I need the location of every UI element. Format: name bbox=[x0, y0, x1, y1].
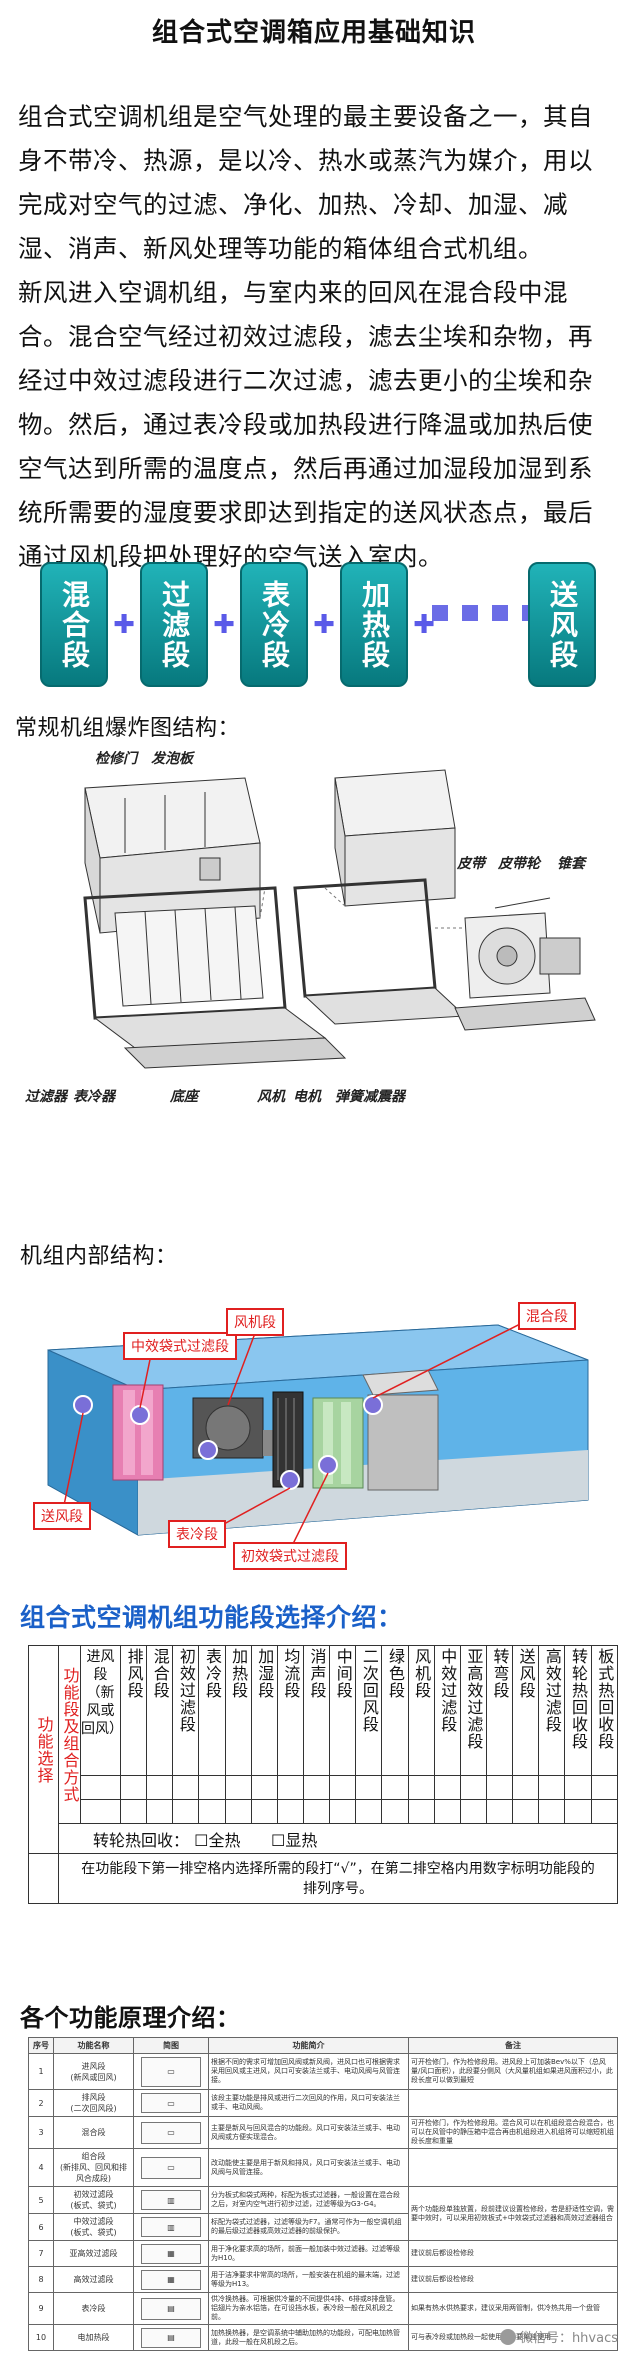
tag-cooling-section: 表冷段 bbox=[168, 1520, 226, 1548]
exploded-diagram: 检修门 发泡板 皮带 皮带轮 锥套 过滤器 表冷器 底座 风机 电机 弹簧减震器 bbox=[25, 748, 605, 1133]
label-taper-sleeve: 锥套 bbox=[557, 856, 585, 872]
col-header: 转轮热回收段 bbox=[568, 1648, 588, 1750]
col-header: 加热段 bbox=[229, 1648, 249, 1699]
label-pulley: 皮带轮 bbox=[498, 856, 540, 872]
section-sketch-icon: ▤ bbox=[141, 2327, 201, 2348]
order-row bbox=[29, 1799, 619, 1824]
col-header: 简图 bbox=[133, 2037, 209, 2054]
exploded-heading: 常规机组爆炸图结构： bbox=[15, 716, 241, 741]
tag-fan-section: 风机段 bbox=[226, 1308, 284, 1336]
section-sketch-icon: ▦ bbox=[141, 2243, 201, 2264]
col-header: 中间段 bbox=[333, 1648, 353, 1699]
plus-icon: ✚ bbox=[213, 610, 235, 640]
col-header: 功能简介 bbox=[208, 2037, 409, 2054]
plus-icon: ✚ bbox=[113, 610, 135, 640]
section-sketch-icon: ▭ bbox=[141, 2056, 201, 2087]
section-sketch-icon: ▭ bbox=[141, 2156, 201, 2179]
flow-step-supply: 送风段 bbox=[528, 562, 596, 687]
principle-heading: 各个功能原理介绍： bbox=[20, 2004, 241, 2032]
col-header: 均流段 bbox=[281, 1648, 301, 1699]
process-flow: 混合段 ✚ 过滤段 ✚ 表冷段 ✚ 加热段 ✚ 送风段 bbox=[40, 562, 600, 687]
plus-icon: ✚ bbox=[313, 610, 335, 640]
col-header: 序号 bbox=[28, 2037, 54, 2054]
function-selection-table: 功能选择 功能段及组合方式 进风段（新风或回风） 排风段 混合段 初效过滤段 表… bbox=[28, 1645, 619, 1904]
col-header: 绿色段 bbox=[385, 1648, 405, 1699]
col-header: 混合段 bbox=[150, 1648, 170, 1699]
flow-step-filter: 过滤段 bbox=[140, 562, 208, 687]
sub-label: 功能段及组合方式 bbox=[60, 1666, 80, 1803]
label-access-door: 检修门 bbox=[95, 751, 137, 767]
tag-primary-bag-filter: 初效袋式过滤段 bbox=[233, 1542, 347, 1570]
table-row: 3 混合段 ▭ 主要是新风与回风混合的功能段。风口可安装法兰或手、电动风阀或方便… bbox=[28, 2116, 618, 2149]
table-row: 7 亚高效过滤段 ▦ 用于净化要求高的场所，前面一般加装中效过滤器。过滤等级为H… bbox=[28, 2240, 618, 2267]
heat-recovery-label: 转轮热回收： bbox=[93, 1830, 190, 1850]
col-header: 功能名称 bbox=[53, 2037, 134, 2054]
col-header: 备注 bbox=[408, 2037, 618, 2054]
col-header: 排风段 bbox=[124, 1648, 144, 1699]
label-spring-damper: 弹簧减震器 bbox=[335, 1089, 405, 1105]
flow-step-mixing: 混合段 bbox=[40, 562, 108, 687]
internal-diagram: 中效袋式过滤段 风机段 混合段 送风段 表冷段 初效袋式过滤段 bbox=[28, 1280, 613, 1570]
col-header: 消声段 bbox=[307, 1648, 327, 1699]
col-header: 转弯段 bbox=[490, 1648, 510, 1699]
label-cooler: 表冷器 bbox=[73, 1089, 115, 1105]
tag-supply-section: 送风段 bbox=[33, 1502, 91, 1530]
table-row: 6 中效过滤段 (板式、袋式) ▥ 标配为袋式过滤器，过滤等级为F7。通常可作为… bbox=[28, 2213, 618, 2241]
row-label: 功能选择 bbox=[34, 1715, 54, 1784]
intro-paragraph-2: 新风进入空调机组，与室内来的回风在混合段中混合。混合空气经过初效过滤段，滤去尘埃… bbox=[18, 278, 593, 571]
section-sketch-icon: ▦ bbox=[141, 2269, 201, 2290]
intro-text: 组合式空调机组是空气处理的最主要设备之一，其自身不带冷、热源，是以冷、热水或蒸汽… bbox=[18, 95, 614, 579]
table-row: 1 进风段 (新风或回风) ▭ 根据不同的需求可增加回风阀或新风阀，进风口也可根… bbox=[28, 2053, 618, 2090]
page-title: 组合式空调箱应用基础知识 bbox=[151, 18, 476, 48]
section-sketch-icon: ▥ bbox=[141, 2190, 201, 2210]
ellipsis-dots bbox=[432, 605, 542, 625]
col-header: 初效过滤段 bbox=[176, 1648, 196, 1733]
label-fan: 风机 bbox=[257, 1089, 285, 1105]
label-foam-board: 发泡板 bbox=[151, 751, 193, 767]
table-row: 8 高效过滤段 ▦ 用于洁净要求非常高的场所，一般安装在机组的最末端，过滤等级为… bbox=[28, 2266, 618, 2293]
col-header: 加湿段 bbox=[255, 1648, 275, 1699]
tag-medium-bag-filter: 中效袋式过滤段 bbox=[123, 1332, 237, 1360]
col-header: 亚高效过滤段 bbox=[464, 1648, 484, 1750]
wechat-watermark: 微信号：hhvacs bbox=[499, 2327, 618, 2346]
section-sketch-icon: ▭ bbox=[141, 2121, 201, 2144]
function-table-heading: 组合式空调机组功能段选择介绍： bbox=[20, 1603, 403, 1632]
flow-step-heating: 加热段 bbox=[340, 562, 408, 687]
col-header: 中效过滤段 bbox=[438, 1648, 458, 1733]
section-sketch-icon: ▭ bbox=[141, 2093, 201, 2113]
col-header: 高效过滤段 bbox=[542, 1648, 562, 1733]
table-note: 在功能段下第一排空格内选择所需的段打“√”，在第二排空格内用数字标明功能段的排列… bbox=[58, 1853, 618, 1904]
label-motor: 电机 bbox=[293, 1089, 321, 1105]
col-header: 板式热回收段 bbox=[595, 1648, 615, 1750]
label-base: 底座 bbox=[170, 1089, 198, 1105]
internal-drawing bbox=[47, 1309, 589, 1551]
table-row: 2 排风段 (二次回风段) ▭ 该段主要功能是排风或进行二次回风的作用，风口可安… bbox=[28, 2089, 618, 2117]
tag-mixing-section: 混合段 bbox=[518, 1302, 576, 1330]
section-sketch-icon: ▤ bbox=[141, 2297, 201, 2320]
col-header: 表冷段 bbox=[202, 1648, 222, 1699]
exploded-drawing bbox=[83, 769, 596, 1069]
table-row: 10 电加热段 ▤ 加热换热器，是空调系统中辅助加热的功能段，可配电加热管道，此… bbox=[28, 2324, 618, 2351]
internal-heading: 机组内部结构： bbox=[20, 1244, 178, 1269]
checkbox-full-heat[interactable]: ☐全热 bbox=[194, 1830, 241, 1850]
label-filter: 过滤器 bbox=[25, 1089, 67, 1105]
col-header: 二次回风段 bbox=[359, 1648, 379, 1733]
heat-recovery-row: 转轮热回收： ☐全热 ☐显热 bbox=[58, 1823, 618, 1854]
section-sketch-icon: ▥ bbox=[141, 2217, 201, 2237]
col-header: 进风段（新风或回风） bbox=[80, 1645, 123, 1776]
col-header: 送风段 bbox=[516, 1648, 536, 1699]
intro-paragraph-1: 组合式空调机组是空气处理的最主要设备之一，其自身不带冷、热源，是以冷、热水或蒸汽… bbox=[18, 102, 593, 263]
checkbox-sensible-heat[interactable]: ☐显热 bbox=[270, 1830, 318, 1850]
table-row: 5 初效过滤段 (板式、袋式) ▥ 分为板式和袋式两种，标配为板式过滤器，一般设… bbox=[28, 2186, 618, 2241]
label-belt: 皮带 bbox=[457, 856, 485, 872]
selection-row bbox=[29, 1775, 619, 1800]
flow-step-cooling: 表冷段 bbox=[240, 562, 308, 687]
wechat-icon bbox=[499, 2328, 516, 2345]
table-row: 9 表冷段 ▤ 供冷换热器。可根据供冷量的不同提供4排、6排或8排盘管。铝翅片为… bbox=[28, 2292, 618, 2325]
plus-icon: ✚ bbox=[413, 610, 435, 640]
table-row: 4 组合段 (新排风、回风和排风合成段) ▭ 改动能使主要是用于新风和排风，风口… bbox=[28, 2148, 618, 2187]
col-header: 风机段 bbox=[412, 1648, 432, 1699]
principle-table: 序号 功能名称 简图 功能简介 备注 1 进风段 (新风或回风) ▭ 根据不同的… bbox=[28, 2037, 618, 2351]
